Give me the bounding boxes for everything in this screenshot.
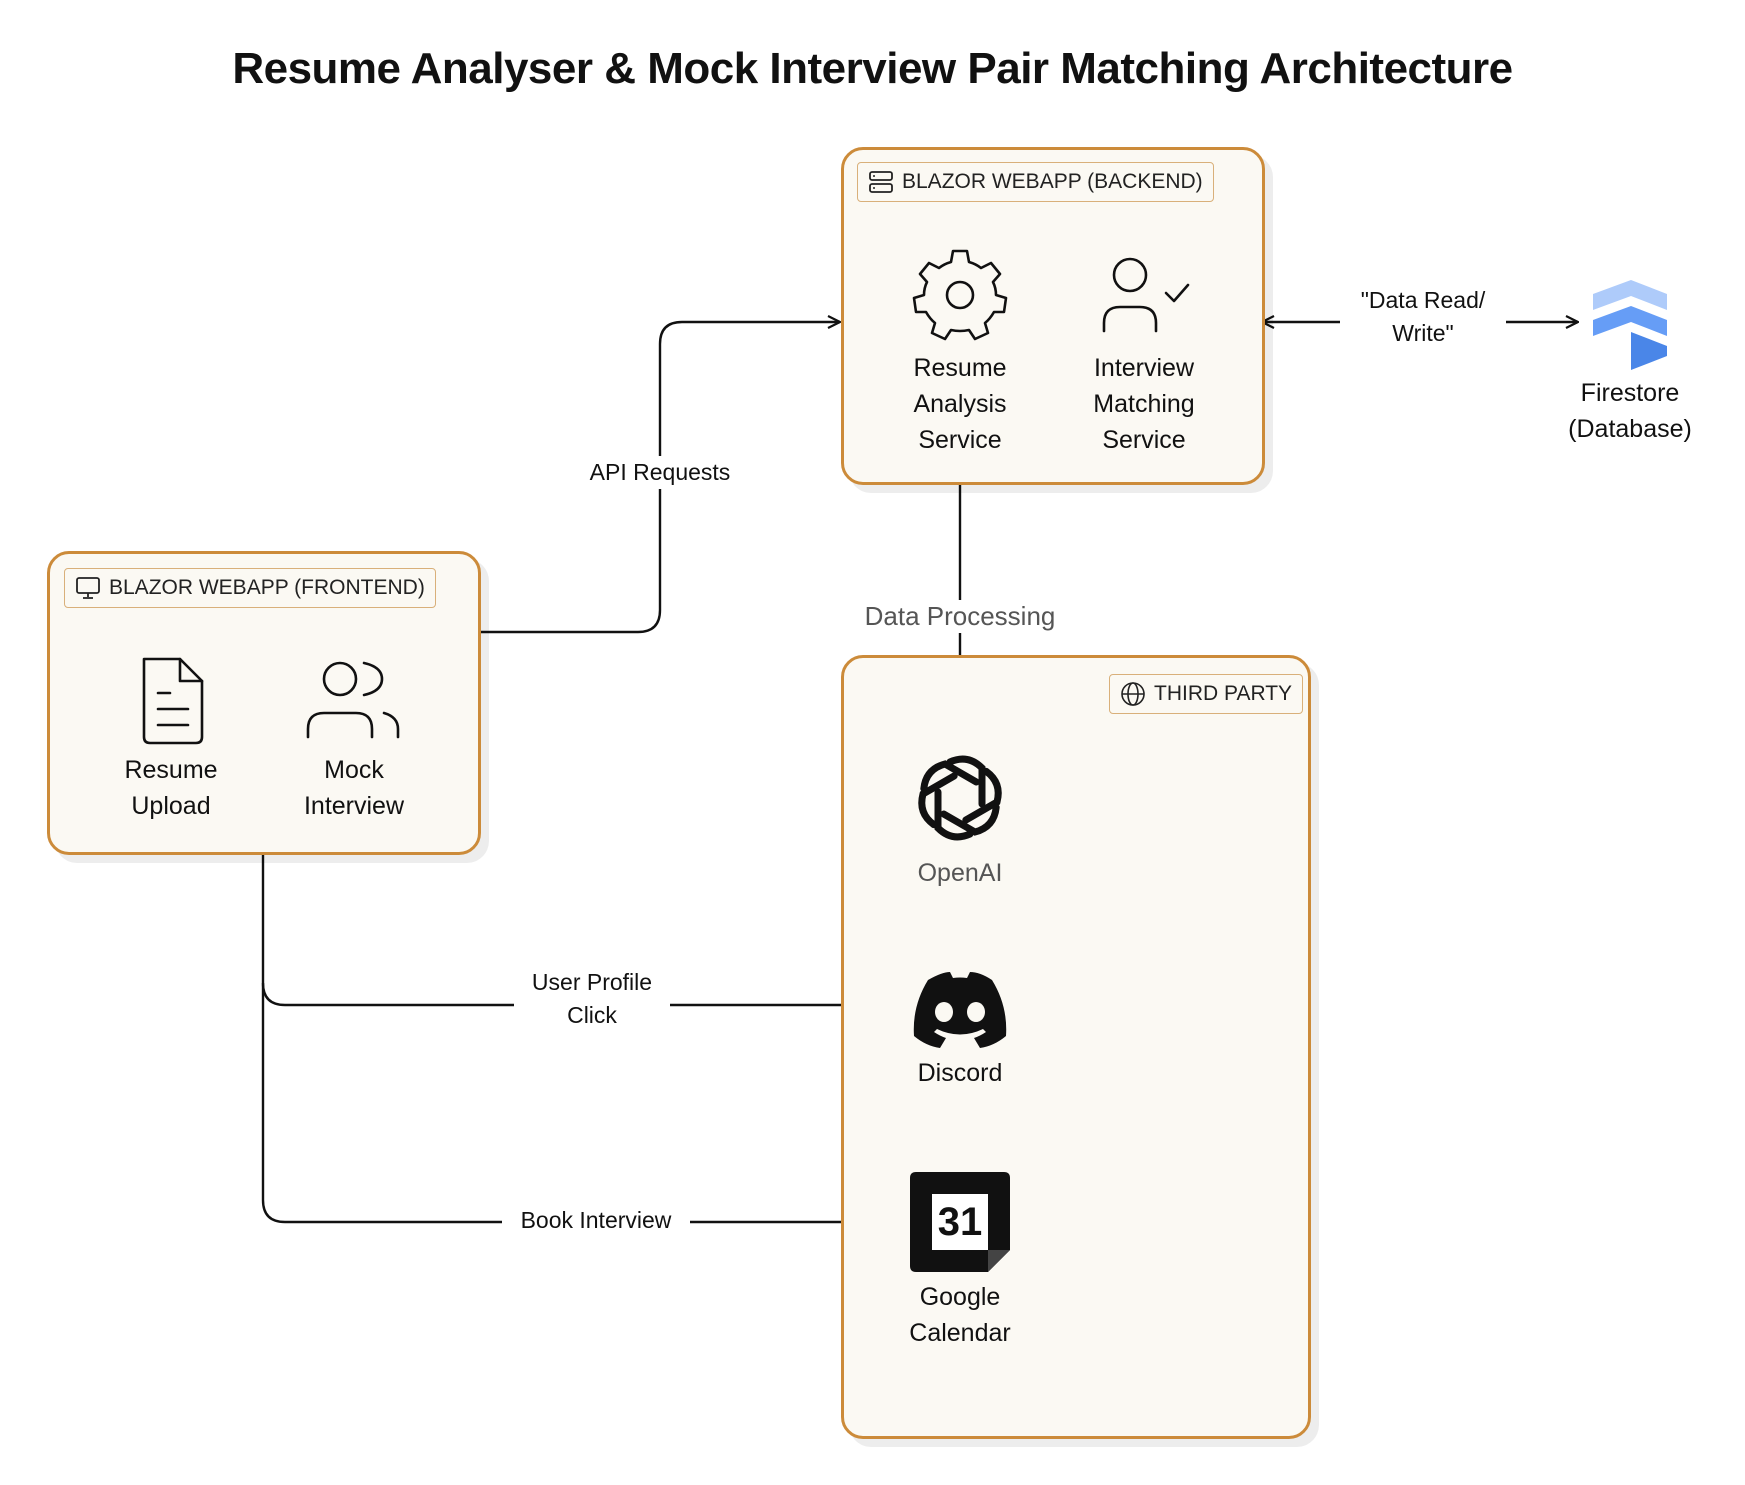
mock-interview-label-2: Interview (303, 792, 405, 820)
resume-analysis-label-2: Analysis (913, 390, 1007, 418)
edge-book-interview (261, 983, 916, 1222)
interview-matching-label-2: Matching (1093, 390, 1195, 418)
backend-group-tag: BLAZOR WEBAPP (BACKEND) (857, 162, 1214, 202)
firestore-label-2: (Database) (1568, 415, 1692, 443)
calendar-day-number: 31 (938, 1200, 983, 1244)
firestore-label-1: Firestore (1580, 379, 1680, 407)
openai-node: OpenAI (880, 746, 1040, 891)
discord-label: Discord (917, 1059, 1003, 1087)
users-icon (306, 661, 400, 739)
mock-interview-node: Mock Interview (274, 655, 434, 824)
frontend-group-tag: BLAZOR WEBAPP (FRONTEND) (64, 568, 436, 608)
discord-node: Discord (880, 966, 1040, 1091)
monitor-icon (76, 577, 100, 599)
frontend-group-label: BLAZOR WEBAPP (FRONTEND) (109, 576, 425, 599)
openai-label: OpenAI (917, 859, 1003, 887)
document-icon (142, 657, 204, 745)
resume-analysis-label-3: Service (918, 426, 1002, 454)
resume-upload-label-2: Upload (131, 792, 211, 820)
edge-label-book-interview: Book Interview (502, 1204, 690, 1237)
globe-icon (1121, 682, 1145, 706)
discord-icon (913, 972, 1007, 1048)
gear-icon (912, 249, 1008, 341)
third-party-group-tag: THIRD PARTY (1109, 674, 1304, 714)
resume-analysis-service: Resume Analysis Service (880, 245, 1040, 458)
resume-upload-node: Resume Upload (91, 655, 251, 824)
backend-group-label: BLAZOR WEBAPP (BACKEND) (902, 170, 1203, 193)
google-calendar-label-1: Google (919, 1283, 1001, 1311)
firestore-node: Firestore (Database) (1550, 280, 1710, 447)
edge-label-data-processing: Data Processing (852, 600, 1068, 633)
google-calendar-icon: 31 (910, 1172, 1010, 1272)
mock-interview-label-1: Mock (324, 756, 384, 784)
edge-label-data-read-write: "Data Read/ Write" (1340, 284, 1506, 350)
interview-matching-label-3: Service (1102, 426, 1186, 454)
third-party-group-label: THIRD PARTY (1154, 682, 1293, 705)
edge-label-api-requests: API Requests (580, 456, 740, 489)
resume-upload-label-1: Resume (124, 756, 218, 784)
backend-group (841, 147, 1265, 485)
user-check-icon (1102, 257, 1190, 333)
resume-analysis-label-1: Resume (913, 354, 1007, 382)
interview-matching-service: Interview Matching Service (1064, 245, 1224, 458)
google-calendar-label-2: Calendar (909, 1319, 1011, 1347)
openai-icon (918, 755, 1002, 841)
third-party-group (841, 655, 1311, 1439)
interview-matching-label-1: Interview (1093, 354, 1195, 382)
google-calendar-node: 31 Google Calendar (880, 1170, 1040, 1351)
server-icon (869, 171, 893, 193)
firestore-icon (1593, 280, 1667, 370)
diagram-title: Resume Analyser & Mock Interview Pair Ma… (232, 44, 1513, 93)
edge-label-user-profile-click: User Profile Click (514, 966, 670, 1032)
